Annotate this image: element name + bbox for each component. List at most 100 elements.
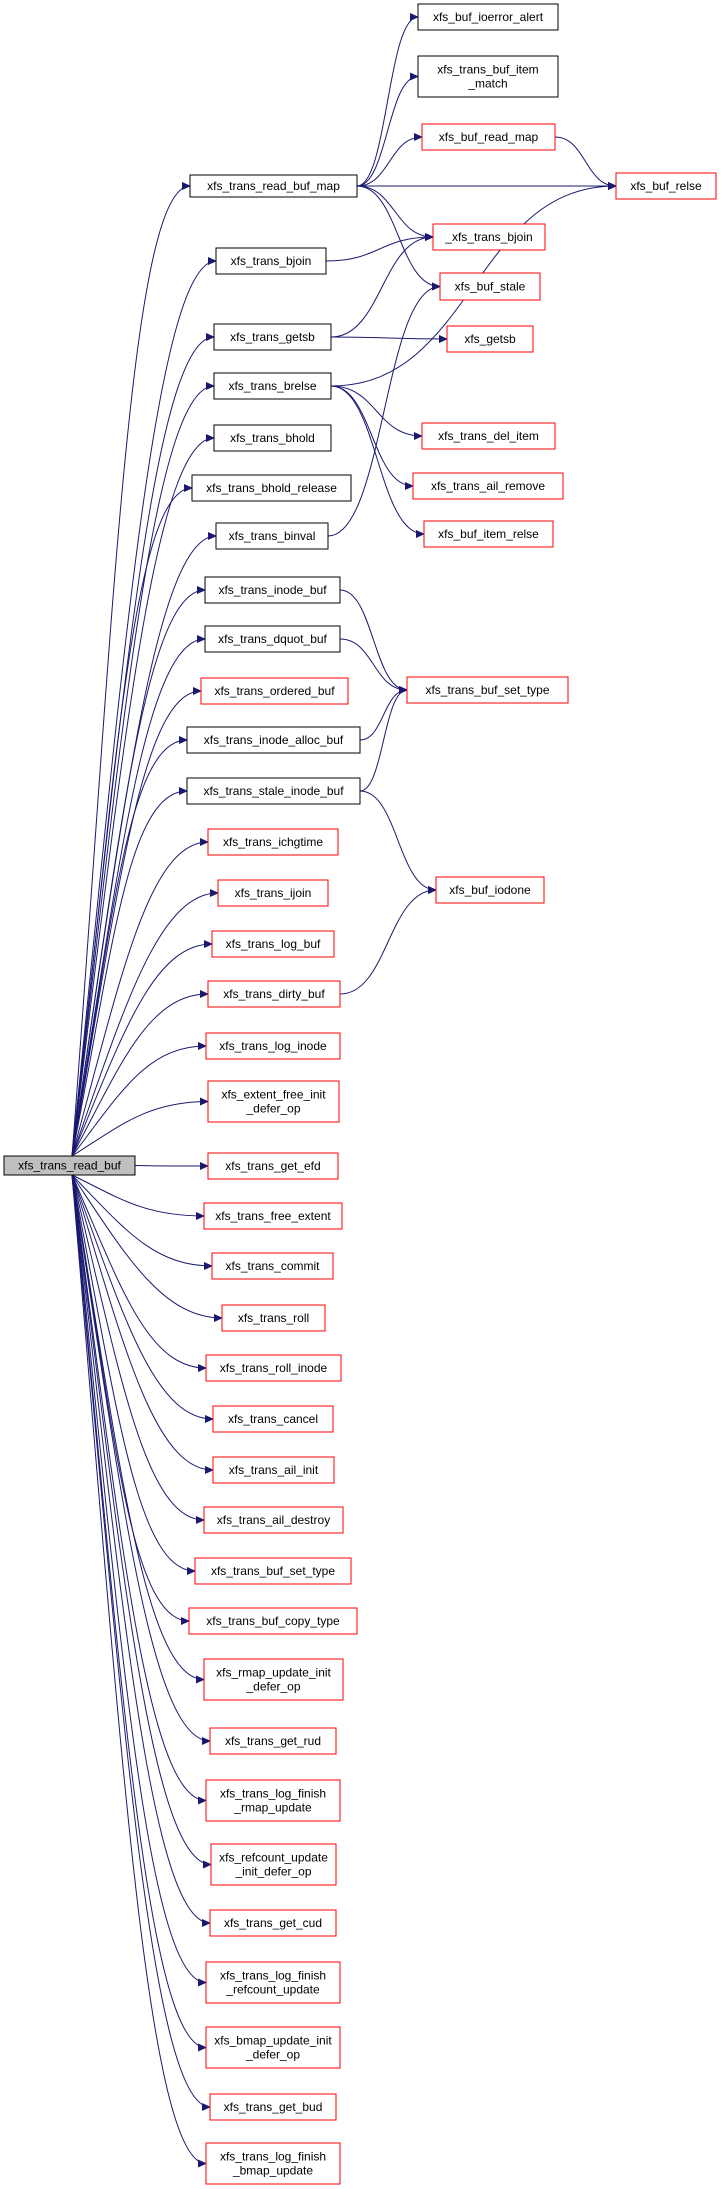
node-buf-stale[interactable]: xfs_buf_stale xyxy=(439,272,541,301)
node-ail-remove[interactable]: xfs_trans_ail_remove xyxy=(412,472,564,500)
edge-root-to-roll xyxy=(71,1174,223,1322)
node-roll-inode[interactable]: xfs_trans_roll_inode xyxy=(205,1354,342,1382)
node-roll[interactable]: xfs_trans_roll xyxy=(221,1304,326,1332)
node-box xyxy=(204,576,341,604)
node-rmap-update-init[interactable]: xfs_rmap_update_init_defer_op xyxy=(203,1658,344,1701)
node-box xyxy=(212,1456,335,1484)
edge-root-to-refcount_update_init xyxy=(71,1174,212,1869)
node-label: _match xyxy=(467,77,507,91)
edge-root-to-bhold_release xyxy=(71,484,193,1157)
node-ail-destroy[interactable]: xfs_trans_ail_destroy xyxy=(203,1506,344,1534)
node-extent-free-init[interactable]: xfs_extent_free_init_defer_op xyxy=(207,1080,340,1123)
node-stale-inode-buf[interactable]: xfs_trans_stale_inode_buf xyxy=(186,777,361,805)
node-get-bud[interactable]: xfs_trans_get_bud xyxy=(209,2093,337,2121)
node-log-finish-rmap[interactable]: xfs_trans_log_finish_rmap_update xyxy=(205,1779,341,1822)
node-log-inode[interactable]: xfs_trans_log_inode xyxy=(205,1032,341,1060)
node-buf-item-relse[interactable]: xfs_buf_item_relse xyxy=(423,520,554,548)
node-label: xfs_trans_ordered_buf xyxy=(214,684,335,698)
node-dirty-buf[interactable]: xfs_trans_dirty_buf xyxy=(207,980,341,1008)
node-label: xfs_trans_del_item xyxy=(438,429,539,443)
node-box xyxy=(217,879,329,907)
node-box xyxy=(439,272,541,301)
node-label: xfs_trans_buf_set_type xyxy=(211,1564,335,1578)
node-getsb[interactable]: xfs_trans_getsb xyxy=(213,323,332,351)
node-buf-set-type[interactable]: xfs_trans_buf_set_type xyxy=(194,1557,352,1585)
node-box xyxy=(446,325,534,353)
node-bmap-update-init[interactable]: xfs_bmap_update_init_defer_op xyxy=(205,2026,341,2069)
edge-read_buf_map-to-_bjoin xyxy=(356,185,434,241)
edge-root-to-log_finish_refcount xyxy=(71,1174,207,1987)
edge-brelse-to-del_item xyxy=(330,385,423,440)
edge-root-to-log_buf xyxy=(71,940,213,1157)
node-refcount-update-init[interactable]: xfs_refcount_update_init_defer_op xyxy=(210,1843,337,1886)
node-buf-copy-type[interactable]: xfs_trans_buf_copy_type xyxy=(188,1607,358,1635)
node-box xyxy=(186,777,361,805)
edge-buf_read_map-to-buf_relse xyxy=(554,136,617,190)
node-cancel[interactable]: xfs_trans_cancel xyxy=(212,1405,334,1433)
node-label: xfs_trans_buf_set_type xyxy=(425,683,549,697)
node-ijoin[interactable]: xfs_trans_ijoin xyxy=(217,879,329,907)
node-label: xfs_trans_log_inode xyxy=(219,1039,327,1053)
edge-root-to-inode_buf xyxy=(71,586,206,1157)
node-dquot-buf[interactable]: xfs_trans_dquot_buf xyxy=(204,625,341,653)
node-box xyxy=(203,1506,344,1534)
node-root[interactable]: xfs_trans_read_buf xyxy=(3,1155,136,1176)
node-get-efd[interactable]: xfs_trans_get_efd xyxy=(207,1152,339,1180)
node-box xyxy=(417,55,559,98)
edge-root-to-read_buf_map xyxy=(71,182,191,1157)
node-ioerror-alert[interactable]: xfs_buf_ioerror_alert xyxy=(417,3,559,31)
node-brelse[interactable]: xfs_trans_brelse xyxy=(213,372,332,400)
node-get-rud[interactable]: xfs_trans_get_rud xyxy=(209,1727,337,1755)
node-box xyxy=(406,676,569,704)
node-box xyxy=(435,876,545,904)
node-ichgtime[interactable]: xfs_trans_ichgtime xyxy=(207,828,339,856)
node-del-item[interactable]: xfs_trans_del_item xyxy=(421,422,556,450)
node-label: xfs_trans_buf_item xyxy=(437,63,538,77)
node-box xyxy=(203,1202,343,1230)
node-log-buf[interactable]: xfs_trans_log_buf xyxy=(211,930,335,958)
node-buf-read-map[interactable]: xfs_buf_read_map xyxy=(421,123,556,151)
node-bjoin[interactable]: xfs_trans_bjoin xyxy=(215,247,327,275)
node-buf-item-match[interactable]: xfs_trans_buf_item_match xyxy=(417,55,559,98)
node-buf-iodone[interactable]: xfs_buf_iodone xyxy=(435,876,545,904)
edge-root-to-dquot_buf xyxy=(71,635,206,1157)
edge-root-to-ijoin xyxy=(71,889,219,1157)
node-commit[interactable]: xfs_trans_commit xyxy=(211,1252,334,1280)
node-binval[interactable]: xfs_trans_binval xyxy=(215,522,329,550)
node-buf-relse[interactable]: xfs_buf_relse xyxy=(615,172,717,200)
node-label: xfs_trans_binval xyxy=(229,529,316,543)
edge-root-to-bmap_update_init xyxy=(71,1174,207,2052)
node-read-buf-map[interactable]: xfs_trans_read_buf_map xyxy=(189,174,358,198)
node-box xyxy=(191,474,352,502)
edge-brelse-to-buf_item_relse xyxy=(330,385,425,538)
node-bhold-release[interactable]: xfs_trans_bhold_release xyxy=(191,474,352,502)
node-ordered-buf[interactable]: xfs_trans_ordered_buf xyxy=(200,677,349,705)
node-inode-alloc-buf[interactable]: xfs_trans_inode_alloc_buf xyxy=(186,726,361,754)
node-label: _rmap_update xyxy=(233,1801,312,1815)
node-inode-buf[interactable]: xfs_trans_inode_buf xyxy=(204,576,341,604)
node--bjoin[interactable]: _xfs_trans_bjoin xyxy=(432,223,546,251)
node-bhold[interactable]: xfs_trans_bhold xyxy=(213,424,332,452)
node-log-finish-refcount[interactable]: xfs_trans_log_finish_refcount_update xyxy=(205,1961,341,2004)
edges-layer xyxy=(71,13,617,2168)
edge-root-to-get_cud xyxy=(71,1174,211,1927)
edge-root-to-ichgtime xyxy=(71,838,209,1157)
node-box xyxy=(417,3,559,31)
node-free-extent[interactable]: xfs_trans_free_extent xyxy=(203,1202,343,1230)
node-get-cud[interactable]: xfs_trans_get_cud xyxy=(209,1909,337,1937)
node-box xyxy=(215,247,327,275)
edge-root-to-log_finish_rmap xyxy=(71,1174,207,1805)
node-box xyxy=(213,424,332,452)
node-buf-set-type-top[interactable]: xfs_trans_buf_set_type xyxy=(406,676,569,704)
node-label: xfs_trans_get_rud xyxy=(225,1734,321,1748)
edge-root-to-rmap_update_init xyxy=(71,1174,205,1684)
edge-root-to-dirty_buf xyxy=(71,990,209,1157)
node-xfs-getsb[interactable]: xfs_getsb xyxy=(446,325,534,353)
node-box xyxy=(423,520,554,548)
node-ail-init[interactable]: xfs_trans_ail_init xyxy=(212,1456,335,1484)
edge-dirty_buf-to-buf_iodone xyxy=(339,886,437,995)
edge-root-to-get_efd xyxy=(134,1161,209,1170)
node-log-finish-bmap[interactable]: xfs_trans_log_finish_bmap_update xyxy=(205,2142,341,2185)
node-label: xfs_trans_log_finish xyxy=(220,1969,326,1983)
node-label: _init_defer_op xyxy=(234,1865,311,1879)
